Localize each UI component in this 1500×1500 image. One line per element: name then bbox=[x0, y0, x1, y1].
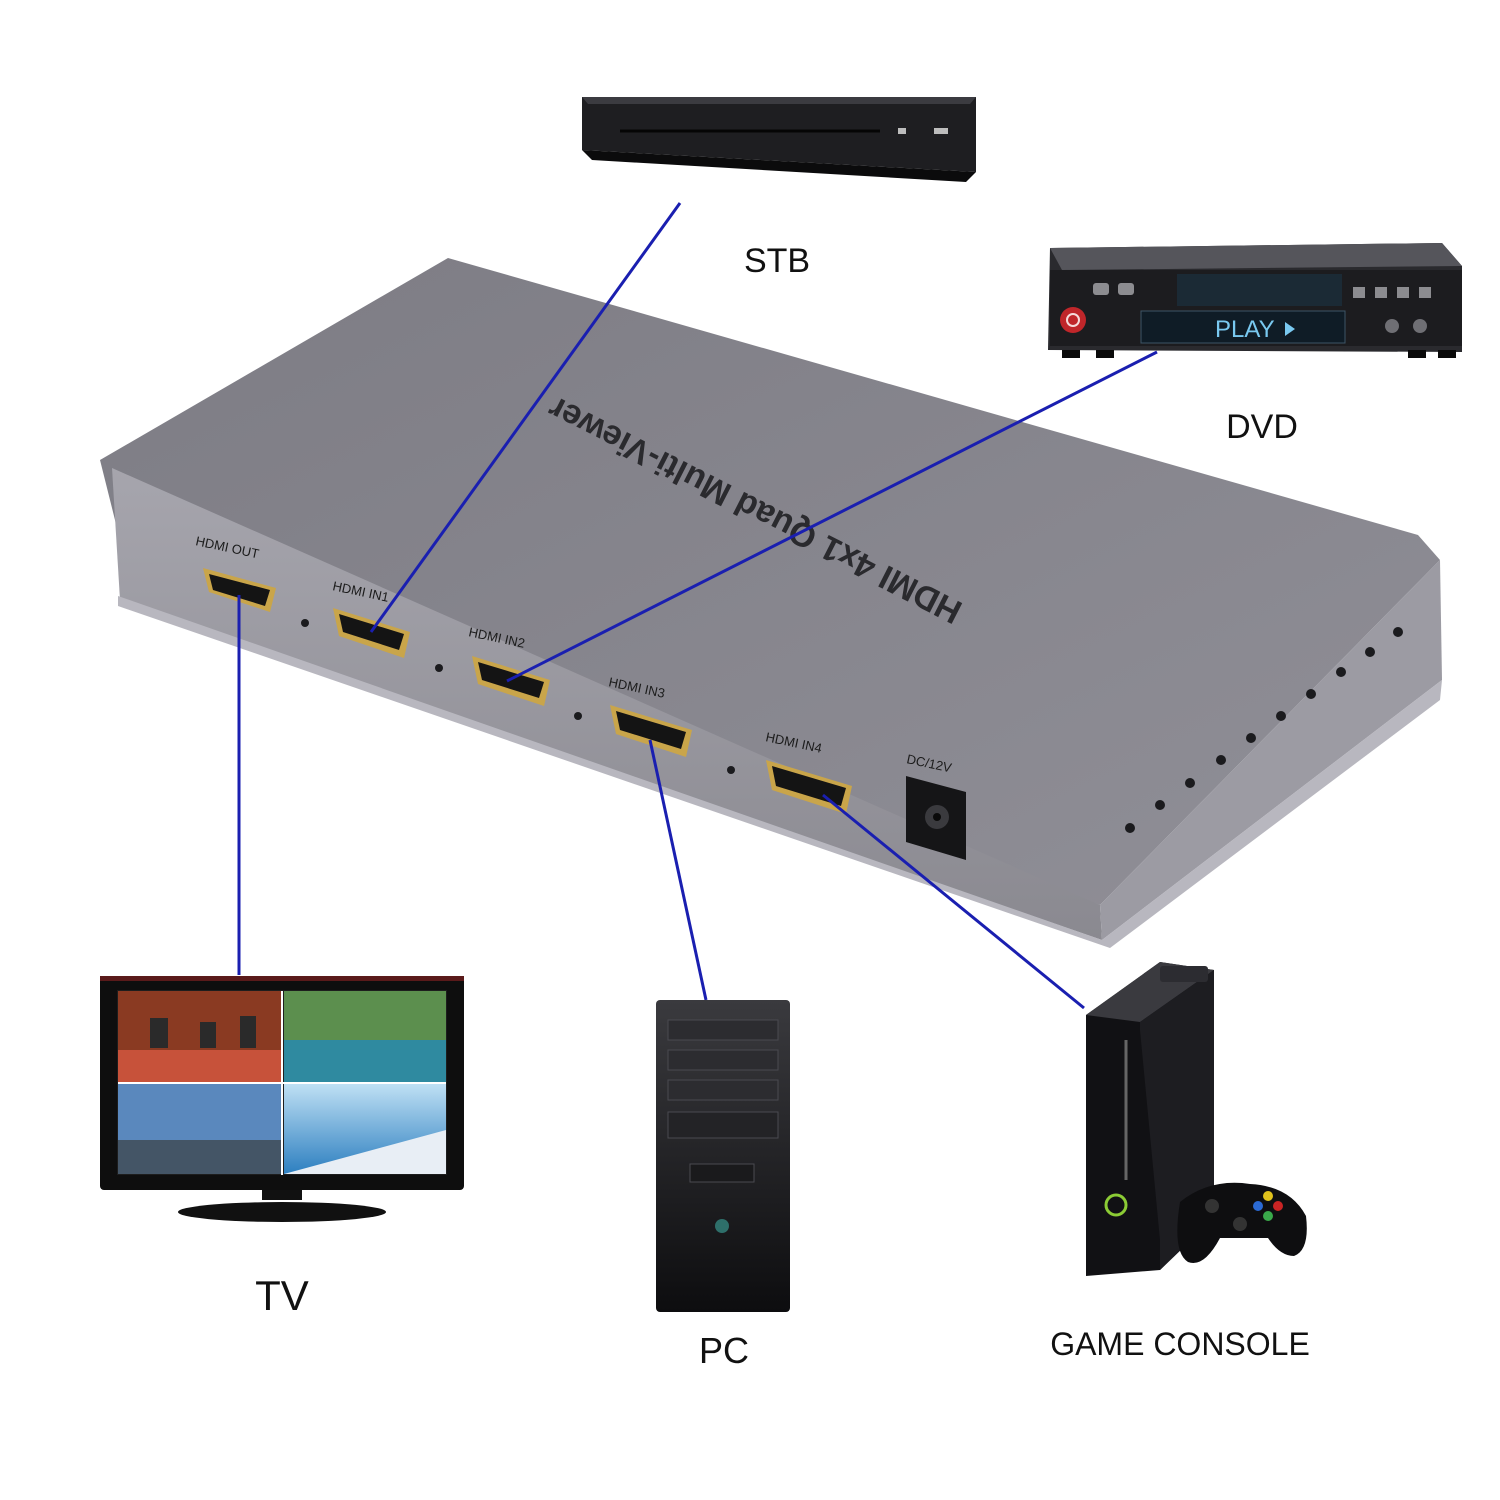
cable-stb-to-in1 bbox=[369, 202, 682, 633]
dvd-play-display: PLAY bbox=[1215, 316, 1275, 343]
led-indicator bbox=[574, 712, 582, 720]
led-indicator bbox=[435, 664, 443, 672]
led-indicator bbox=[301, 619, 309, 627]
pc-label: PC bbox=[699, 1330, 749, 1371]
play-pause-icon bbox=[934, 128, 948, 134]
dvd-label: DVD bbox=[1226, 408, 1298, 446]
eject-icon bbox=[898, 128, 906, 134]
device-top-face bbox=[100, 258, 1440, 905]
tv-device bbox=[100, 976, 464, 1222]
tv-label: TV bbox=[255, 1272, 309, 1319]
cable-pc-to-in3 bbox=[648, 739, 708, 1001]
led-indicator bbox=[727, 766, 735, 774]
console-power-icon bbox=[1104, 1193, 1128, 1217]
pc-device bbox=[656, 1000, 790, 1312]
stb-device bbox=[582, 97, 976, 182]
port-dc-power[interactable]: DC/12V bbox=[905, 751, 966, 860]
power-icon bbox=[1060, 307, 1086, 333]
stb-label: STB bbox=[744, 242, 810, 280]
cable-dvd-to-in2 bbox=[506, 350, 1158, 683]
cables bbox=[237, 202, 1158, 1010]
cable-console-to-in4 bbox=[822, 793, 1085, 1010]
vent-holes bbox=[1125, 627, 1403, 833]
game-console-label: GAME CONSOLE bbox=[1050, 1326, 1310, 1362]
dvd-device: PLAY bbox=[1048, 243, 1462, 358]
device-side-face bbox=[1100, 560, 1442, 940]
multiviewer-device: HDMI 4x1 Quad Multi-Viewer HDMI OUT HDMI… bbox=[100, 258, 1442, 948]
game-console-device bbox=[1086, 962, 1307, 1276]
pc-power-icon bbox=[715, 1219, 729, 1233]
